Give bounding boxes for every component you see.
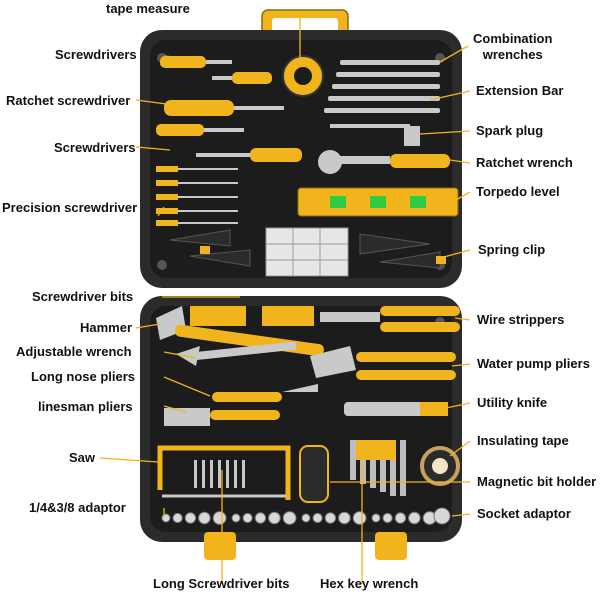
screwdrivers-mid [156,124,302,162]
socket [338,511,351,525]
socket [394,512,407,524]
socket [371,513,381,523]
spring-clip-tip [200,246,210,254]
label-linesman-pliers: linesman pliers [38,399,133,414]
small-parts-box [265,227,349,277]
label-screwdrivers-mid: Screwdrivers [54,140,136,155]
spring-clips [169,229,441,269]
ratchet-screwdriver [164,100,284,116]
label-ratchet-wrench: Ratchet wrench [476,155,573,170]
water-pump-pliers [310,346,456,380]
socket [408,511,421,525]
label-long-screwdriver-bits: Long Screwdriver bits [153,576,290,591]
linesman-pliers [164,408,280,426]
case-lower-tray [150,306,452,532]
label-long-nose-pliers: Long nose pliers [31,369,136,384]
label-hammer: Hammer [80,320,133,335]
socket [352,511,367,525]
utility-knife [344,402,448,416]
tape-measure-center [294,67,312,85]
combination-wrenches [324,60,440,113]
label-spring-clip: Spring clip [478,242,546,257]
ratchet-wrench [318,150,450,174]
socket [382,512,393,524]
socket [254,512,267,524]
socket-adaptor [433,507,451,525]
insulating-tape-core [432,458,448,474]
label-water-pump-pliers: Water pump pliers [477,356,590,371]
socket [312,512,323,524]
label-utility-knife: Utility knife [477,395,548,410]
magnetic-bit-holder [299,445,329,503]
socket [172,512,183,524]
label-adjustable-wrench: Adjustable wrench [16,344,132,359]
label-magnetic-bit-holder: Magnetic bit holder [477,474,597,489]
label-torpedo-level: Torpedo level [476,184,560,199]
precision-screwdrivers [156,166,238,226]
case-latch-left [204,532,236,560]
extension-bar [330,124,410,128]
label-screwdrivers-top: Screwdrivers [55,47,137,62]
label-spark-plug: Spark plug [476,123,544,138]
socket [184,512,197,524]
stud [157,260,167,270]
label-saw: Saw [69,450,96,465]
torpedo-level [297,187,459,217]
spring-clip-tip [436,256,446,264]
label-adaptor: 1/4&3/8 adaptor [29,500,126,515]
long-screwdriver-bits [194,460,245,488]
hex-key-wrenches [350,440,406,496]
label-tape-measure: tape measure [106,1,190,16]
label-insulating-tape: Insulating tape [477,433,569,448]
socket [231,513,241,523]
label-precision-screwdriver: Precision screwdriver [2,200,138,215]
socket [198,511,211,525]
socket [268,511,281,525]
label-socket-adaptor: Socket adaptor [477,506,571,521]
socket [282,511,297,525]
label-combination-wrenches: Combination wrenches [473,31,553,62]
socket [212,511,227,525]
socket [242,512,253,524]
leader-lines [99,12,471,584]
socket-row [161,511,437,525]
screwdriver-bits [190,306,314,326]
socket [161,513,171,523]
socket [324,512,337,524]
label-ratchet-screwdriver: Ratchet screwdriver [6,93,131,108]
label-screwdriver-bits: Screwdriver bits [32,289,134,304]
label-extension-bar: Extension Bar [476,83,564,98]
socket [301,513,311,523]
label-wire-strippers: Wire strippers [477,312,565,327]
case-latch-right [375,532,407,560]
spark-plug-socket [404,126,420,146]
wire-strippers [320,306,460,332]
saw [157,445,291,500]
label-hex-key-wrench: Hex key wrench [320,576,419,591]
long-nose-pliers [212,384,318,402]
